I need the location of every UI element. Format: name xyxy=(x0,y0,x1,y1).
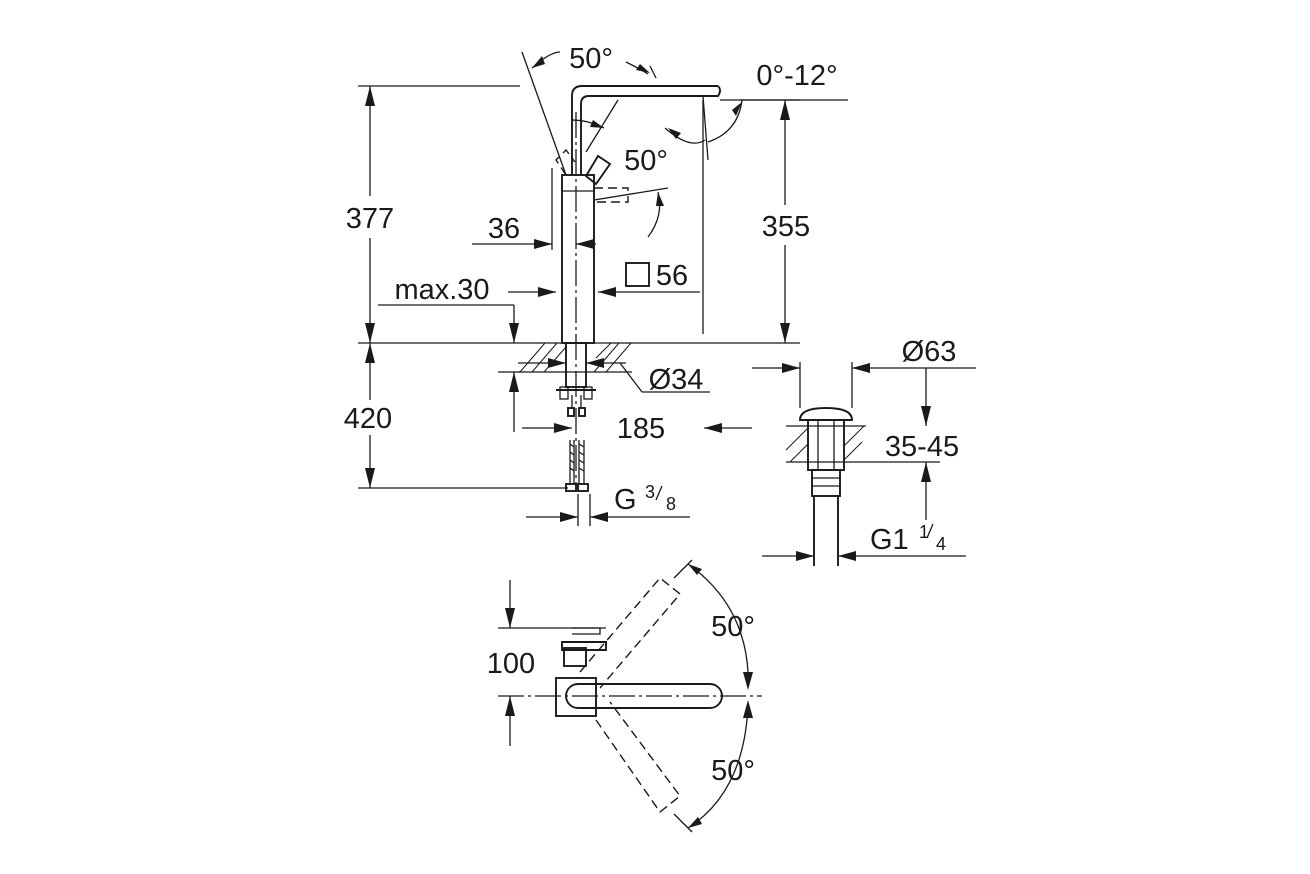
dim-handle-angle-label: 50° xyxy=(569,43,613,75)
dim-mounting-hole xyxy=(518,358,710,393)
dim-spout-height-label: 355 xyxy=(762,211,810,243)
dim-lever-width xyxy=(472,168,596,250)
dim-projection-label: 185 xyxy=(617,413,665,445)
dim-handle-angle xyxy=(521,51,657,176)
dim-hose-length-label: 420 xyxy=(344,403,392,435)
front-view: 377 355 50° 50° xyxy=(344,43,848,526)
dim-total-height-label: 377 xyxy=(346,203,394,235)
top-swivel-left-label: 50° xyxy=(711,611,755,643)
waste-counter-range-label: 35-45 xyxy=(885,431,959,463)
waste-diameter-label: Ø63 xyxy=(902,336,957,368)
dim-max-thickness xyxy=(378,304,520,432)
dim-spout-tilt xyxy=(664,95,848,161)
top-swivel-right-label: 50° xyxy=(711,755,755,787)
dim-lever-tilt xyxy=(571,99,664,238)
top-view xyxy=(498,559,762,833)
hose-thread-base: G xyxy=(614,484,637,516)
hose-thread-den: 8 xyxy=(666,494,676,514)
dim-total-height xyxy=(358,85,520,343)
dim-projection xyxy=(522,423,752,433)
dim-max-thickness-label: max.30 xyxy=(394,274,489,306)
mounting-hardware xyxy=(556,342,596,492)
dim-body-square xyxy=(508,262,700,297)
lever-handle xyxy=(555,148,669,203)
dim-mounting-hole-label: Ø34 xyxy=(649,364,704,396)
waste-thread-base: G1 xyxy=(870,524,909,556)
waste-valve xyxy=(752,362,976,566)
dim-spout-tilt-label: 0°-12° xyxy=(756,60,837,92)
top-offset-label: 100 xyxy=(487,648,535,680)
dim-hose-thread xyxy=(526,494,690,526)
dim-lever-width-label: 36 xyxy=(488,213,520,245)
dim-lever-tilt-label: 50° xyxy=(624,145,668,177)
dim-hose-length xyxy=(358,343,568,489)
waste-thread-den: 4 xyxy=(936,534,946,554)
spout xyxy=(561,85,721,344)
hose-thread-num: 3 xyxy=(645,482,655,502)
dim-body-square-label: 56 xyxy=(656,260,688,292)
counter-hatch xyxy=(518,342,632,373)
waste-thread-num: 1 xyxy=(919,522,929,542)
